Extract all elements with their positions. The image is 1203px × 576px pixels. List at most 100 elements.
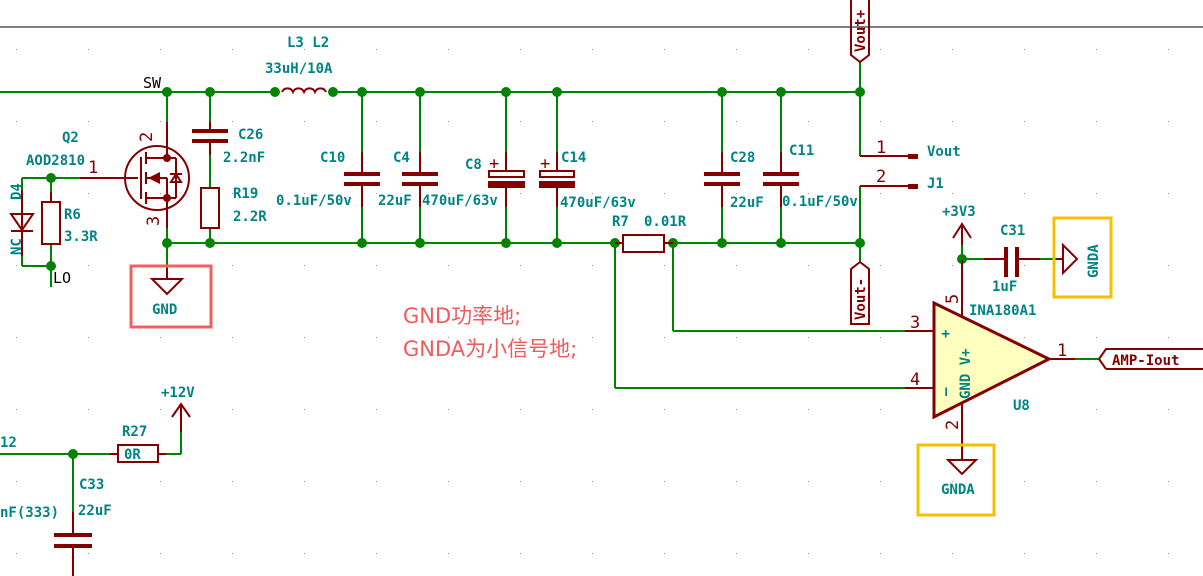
gnda-top-label: GNDA [1086,244,1102,278]
capacitor-c33[interactable]: C33 22uF [54,477,112,576]
c28-ref: C28 [730,150,755,166]
resistor-r6[interactable]: R6 3.3R [41,192,98,245]
c26-value: 2.2nF [223,150,265,166]
gnda-bottom-label: GNDA [941,482,975,498]
gnda-top-highlight-box [1052,216,1113,299]
diode-d4[interactable]: D4 NC [9,183,35,256]
grid-dot [16,481,17,482]
grid-dot [304,337,305,338]
power-3v3[interactable]: +3V3 [942,204,976,245]
resistor-r19[interactable]: R19 2.2R [200,186,267,229]
grid-dot [592,49,593,50]
resistor-r7[interactable]: R7 0.01R [612,214,687,253]
j1-ref: J1 [927,176,944,192]
global-label-vout-plus[interactable]: Vout+ [850,0,870,64]
q2-pin-drain: 2 [137,132,157,142]
grid-dot [664,481,665,482]
j1-pin1: 1 [876,138,886,158]
grid-dot [736,49,737,50]
grid-dot [520,481,521,482]
c11-value: 0.1uF/50v [782,194,858,210]
grid-dots [16,49,1169,554]
grid-dot [1096,337,1097,338]
grid-dot [16,121,17,122]
grid-dot [808,409,809,410]
grid-dot [88,49,89,50]
grid-dot [520,337,521,338]
grid-dot [232,121,233,122]
gnda-bottom-highlight-box [916,443,996,517]
grid-dot [1024,481,1025,482]
grid-dot [1024,121,1025,122]
grid-dot [808,265,809,266]
grid-dot [1024,409,1025,410]
grid-dot [304,265,305,266]
c8-value: 470uF/63v [422,193,498,209]
j1-value: Vout [927,144,961,160]
grid-dot [664,49,665,50]
global-label-amp-iout[interactable]: AMP-Iout [1098,348,1203,370]
grid-dot [88,481,89,482]
power-12v[interactable]: +12V [161,385,195,432]
global-label-vout-minus[interactable]: Vout- [850,260,870,325]
grid-dot [304,121,305,122]
grid-dot [88,553,89,554]
note-line-1: GND功率地; [403,304,521,328]
gnda-symbol-bottom[interactable]: GNDA [941,446,979,498]
grid-dot [448,481,449,482]
capacitor-c31[interactable]: C31 1uF [984,223,1040,295]
capacitor-c11[interactable]: C11 0.1uF/50v [763,143,858,210]
grid-dot [1168,265,1169,266]
u8-ref: U8 [1013,398,1030,414]
inductor-l3[interactable]: L3 L2 33uH/10A [265,35,333,95]
grid-dot [1096,553,1097,554]
grid-dot [880,121,881,122]
connector-j1[interactable]: 1 2 Vout J1 [860,138,961,192]
capacitor-c26[interactable]: C26 2.2nF [192,122,265,166]
capacitor-c28[interactable]: C28 22uF [704,150,764,211]
c28-value: 22uF [730,195,764,211]
grid-dot [88,409,89,410]
grid-dot [736,481,737,482]
grid-dot [592,337,593,338]
grid-dot [376,409,377,410]
gnd-label: GND [152,302,177,318]
grid-dot [1096,265,1097,266]
grid-dot [808,193,809,194]
grid-dot [808,553,809,554]
grid-dot [664,121,665,122]
capacitor-c4[interactable]: C4 22uF [378,150,438,209]
c31-value: 1uF [992,279,1017,295]
grid-dot [232,481,233,482]
grid-dot [880,553,881,554]
q2-pin-gate: 1 [88,158,98,178]
grid-dot [232,49,233,50]
grid-dot [520,49,521,50]
grid-dot [16,337,17,338]
grid-dot [1096,121,1097,122]
amp-iout-text: AMP-Iout [1112,353,1179,369]
resistor-r27[interactable]: R27 0R [110,424,166,463]
grid-dot [448,553,449,554]
grid-dot [736,553,737,554]
grid-dot [808,49,809,50]
opamp-u8[interactable]: 3 4 1 5 2 + – GND V+ INA180A1 U8 [905,260,1075,446]
grid-dot [736,265,737,266]
grid-dot [952,553,953,554]
capacitor-c14[interactable]: + C14 470uF/63v [539,150,636,211]
j1-pin2: 2 [876,167,886,187]
left-cap-value: nF(333) [0,505,59,521]
grid-dot [592,481,593,482]
mosfet-q2[interactable]: 1 2 3 Q2 AOD2810 [26,122,190,228]
c11-ref: C11 [789,143,814,159]
grid-dot [664,553,665,554]
grid-dot [376,337,377,338]
capacitor-c8[interactable]: + C8 470uF/63v [422,152,525,209]
grid-dot [1024,193,1025,194]
gnd-symbol[interactable]: GND [149,268,185,318]
gnda-symbol-top[interactable]: GNDA [1053,242,1102,278]
grid-dot [376,265,377,266]
capacitor-c10[interactable]: C10 0.1uF/50v [276,150,380,209]
grid-dot [232,265,233,266]
